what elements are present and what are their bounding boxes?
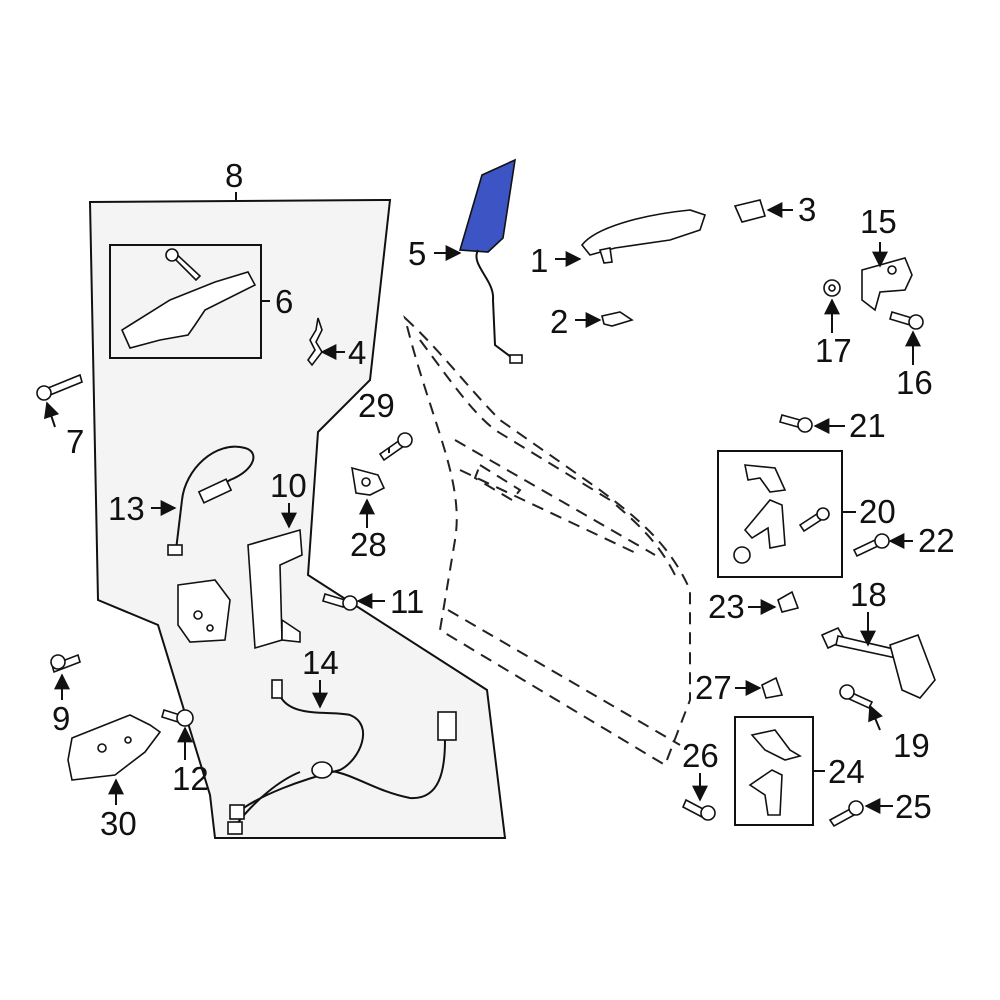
hinge-kit-box — [717, 450, 843, 578]
callout-29: 29 — [358, 387, 395, 424]
handle-pad-part — [601, 311, 634, 327]
door-inner-panel-outline — [88, 198, 507, 839]
callout-20: 20 — [859, 493, 896, 530]
bolt-29-part — [378, 432, 413, 462]
hinge-part — [861, 257, 913, 312]
hinge-lower-kit-parts — [748, 729, 803, 816]
callout-8: 8 — [225, 157, 243, 194]
callout-10: 10 — [270, 467, 307, 504]
bolt-21-part — [779, 414, 813, 433]
door-check-part — [820, 626, 936, 699]
pin-27-part — [761, 676, 784, 699]
bolt-9-part — [50, 653, 81, 674]
callout-17: 17 — [815, 332, 852, 369]
rod-clip-part — [307, 317, 323, 367]
callout-24: 24 — [828, 753, 865, 790]
callout-16: 16 — [896, 364, 933, 401]
door-latch-part — [177, 579, 231, 643]
callout-6: 6 — [275, 283, 293, 320]
callout-30: 30 — [100, 805, 137, 842]
cable-assembly-part — [167, 445, 255, 556]
callout-14: 14 — [302, 644, 339, 681]
key-cap-part — [733, 199, 767, 223]
bolt-16-part — [889, 311, 924, 330]
callout-7: 7 — [66, 423, 84, 460]
callout-12: 12 — [172, 760, 209, 797]
handle-assembly-box — [109, 244, 262, 359]
callout-27: 27 — [695, 669, 732, 706]
hinge-kit-parts — [733, 464, 830, 564]
highlighted-applique-part — [458, 158, 523, 364]
bolt-12-part — [161, 708, 194, 727]
exterior-handle-part — [580, 209, 707, 264]
callout-9: 9 — [52, 700, 70, 737]
callout-25: 25 — [895, 788, 932, 825]
latch-shield-part — [247, 528, 303, 650]
bolt-26-part — [681, 798, 716, 821]
callout-2: 2 — [550, 303, 568, 340]
callout-13: 13 — [108, 490, 145, 527]
callout-3: 3 — [798, 191, 816, 228]
callout-22: 22 — [918, 522, 955, 559]
bracket-30-part — [67, 714, 162, 781]
wiring-harness-part — [227, 679, 457, 835]
callout-1: 1 — [530, 242, 548, 279]
bolt-7-part — [36, 373, 83, 401]
bolt-22-part — [852, 533, 890, 558]
callout-18: 18 — [850, 576, 887, 613]
callout-5: 5 — [408, 235, 426, 272]
callout-19: 19 — [893, 727, 930, 764]
callout-labels: 1 2 3 4 5 6 7 8 9 10 11 12 13 14 15 16 1… — [52, 157, 955, 842]
callout-28: 28 — [350, 526, 387, 563]
nut-17-part — [823, 279, 841, 297]
callout-26: 26 — [682, 737, 719, 774]
bolt-19-part — [839, 684, 874, 710]
door-outline — [403, 315, 691, 767]
callout-23: 23 — [708, 588, 745, 625]
callout-4: 4 — [348, 334, 366, 371]
leader-lines — [43, 192, 921, 814]
inside-handle-part — [120, 248, 257, 349]
pin-23-part — [777, 590, 800, 613]
bracket-28-part — [351, 466, 386, 496]
callout-15: 15 — [860, 203, 897, 240]
callout-11: 11 — [390, 583, 424, 620]
callout-21: 21 — [849, 407, 886, 444]
bolt-25-part — [828, 800, 864, 828]
